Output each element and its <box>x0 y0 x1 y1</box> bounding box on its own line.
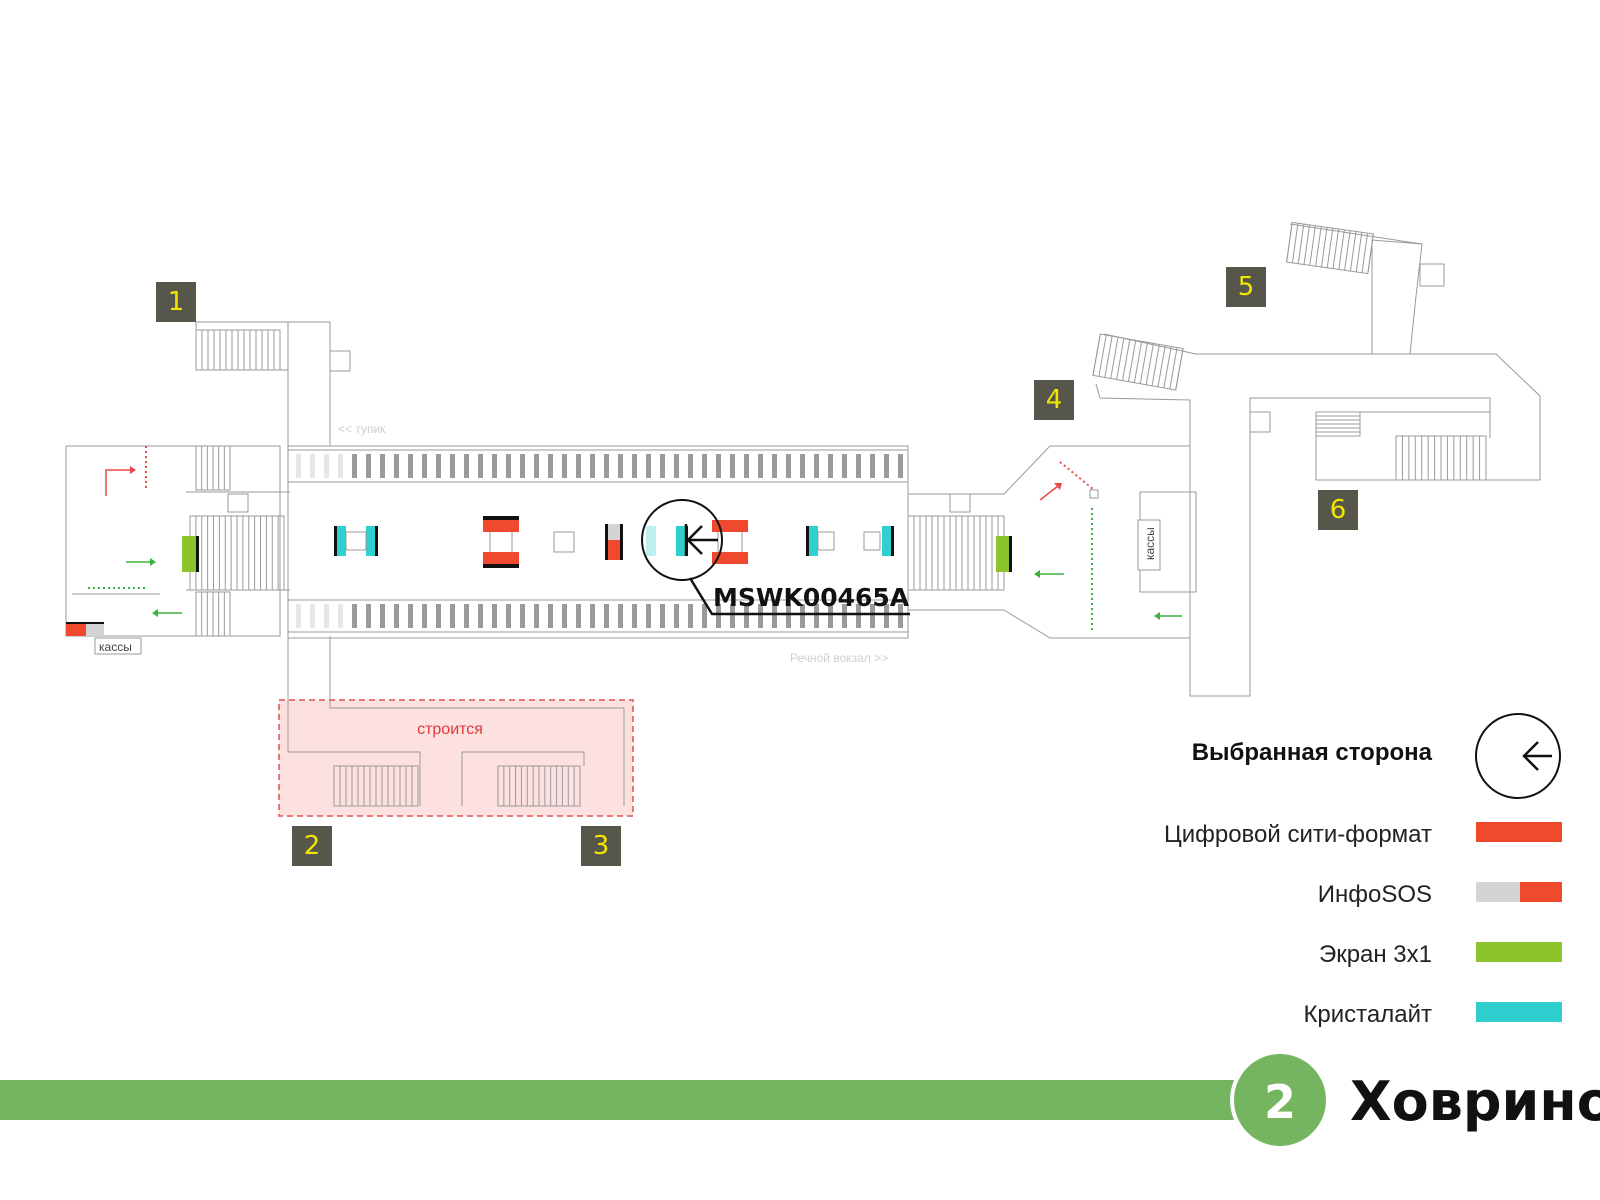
exit-6-marker: 6 <box>1318 490 1358 530</box>
platform <box>287 445 909 639</box>
direction-right-label: Речной вокзал >> <box>790 651 888 665</box>
exit-2-marker: 2 <box>292 826 332 866</box>
exit-1-marker: 1 <box>156 282 196 322</box>
legend-swatch <box>1476 882 1520 902</box>
info-sos-platform <box>605 524 623 560</box>
right-vestibule <box>908 223 1541 697</box>
stairs-exit-2 <box>333 765 419 807</box>
stairs-exit-6-upper <box>1315 411 1361 437</box>
stairs-left-lower <box>195 591 231 637</box>
screen-3x1-left <box>182 536 196 572</box>
platform-column <box>553 531 575 553</box>
legend-label: Кристалайт <box>1303 1001 1432 1028</box>
ticket-office-right-box <box>1137 519 1161 571</box>
exit-1-number: 1 <box>168 287 185 317</box>
turnstiles-red-right <box>1059 461 1095 491</box>
escalator-right <box>907 515 1005 591</box>
arrow-left-icon <box>1522 741 1552 771</box>
legend-item-crystalight: Кристалайт <box>1303 1001 1562 1028</box>
direction-left-label: << тупик <box>338 422 386 436</box>
selected-code-label: MSWK00465A <box>713 583 910 612</box>
city-format-1 <box>483 516 519 568</box>
exit-5-number: 5 <box>1238 272 1255 302</box>
station-name: Ховрино <box>1350 1070 1600 1133</box>
legend-selected-side-label: Выбранная сторона <box>1192 739 1433 766</box>
stairs-exit-3 <box>497 765 581 807</box>
selected-side-marker: MSWK00465A <box>641 499 910 616</box>
legend-label: ИнфоSOS <box>1318 881 1432 908</box>
legend-swatch <box>1476 822 1562 842</box>
legend-swatch <box>1476 1002 1562 1022</box>
legend-item-screen: Экран 3x1 <box>1319 941 1562 968</box>
legend-item-city-format: Цифровой сити-формат <box>1164 821 1562 848</box>
track-north <box>296 454 903 478</box>
flow-markers <box>72 446 1182 630</box>
legend-label: Цифровой сити-формат <box>1164 821 1432 848</box>
stairs-exit-5 <box>1286 221 1374 275</box>
stairs-exit-4 <box>1092 333 1184 391</box>
legend: Выбранная сторона Цифровой сити-формат И… <box>1164 713 1562 1028</box>
crystalight-4 <box>863 526 894 556</box>
exit-arrow-red-left <box>105 469 130 496</box>
legend-selected-side-circle <box>1475 713 1561 799</box>
crystalight-2 <box>646 526 688 556</box>
exit-2-number: 2 <box>304 831 321 861</box>
ticket-office-right-label: кассы <box>1143 527 1157 560</box>
legend-item-info-sos: ИнфоSOS <box>1318 881 1562 908</box>
legend-label: Экран 3x1 <box>1319 941 1432 968</box>
stairs-exit-1 <box>195 329 281 371</box>
line-number: 2 <box>1264 1075 1296 1129</box>
construction-label: строится <box>417 721 483 738</box>
exit-arrow-red-right <box>1039 485 1059 501</box>
track-south <box>296 604 903 628</box>
city-format-2 <box>712 520 748 564</box>
line-number-badge <box>1234 1054 1326 1146</box>
exit-4-marker: 4 <box>1034 380 1074 420</box>
info-sos-left <box>66 624 86 636</box>
exit-4-number: 4 <box>1046 385 1063 415</box>
screen-3x1-right <box>996 536 1010 572</box>
exit-5-marker: 5 <box>1226 267 1266 307</box>
crystalight-1 <box>334 526 378 556</box>
ad-carriers <box>66 516 1012 636</box>
crystalight-3 <box>806 526 835 556</box>
exit-3-number: 3 <box>593 831 610 861</box>
exit-6-number: 6 <box>1330 495 1347 525</box>
arrow-left-icon <box>684 524 718 556</box>
escalator-left <box>189 515 285 591</box>
ticket-office-left-box <box>94 637 142 655</box>
legend-swatch <box>1476 942 1562 962</box>
exit-3-marker: 3 <box>581 826 621 866</box>
stairs-left-upper <box>195 445 231 491</box>
line-bar: 2 Ховрино <box>0 1050 1600 1150</box>
ticket-office-left-label: кассы <box>99 640 132 654</box>
stairs-exit-6-lower <box>1395 435 1487 481</box>
